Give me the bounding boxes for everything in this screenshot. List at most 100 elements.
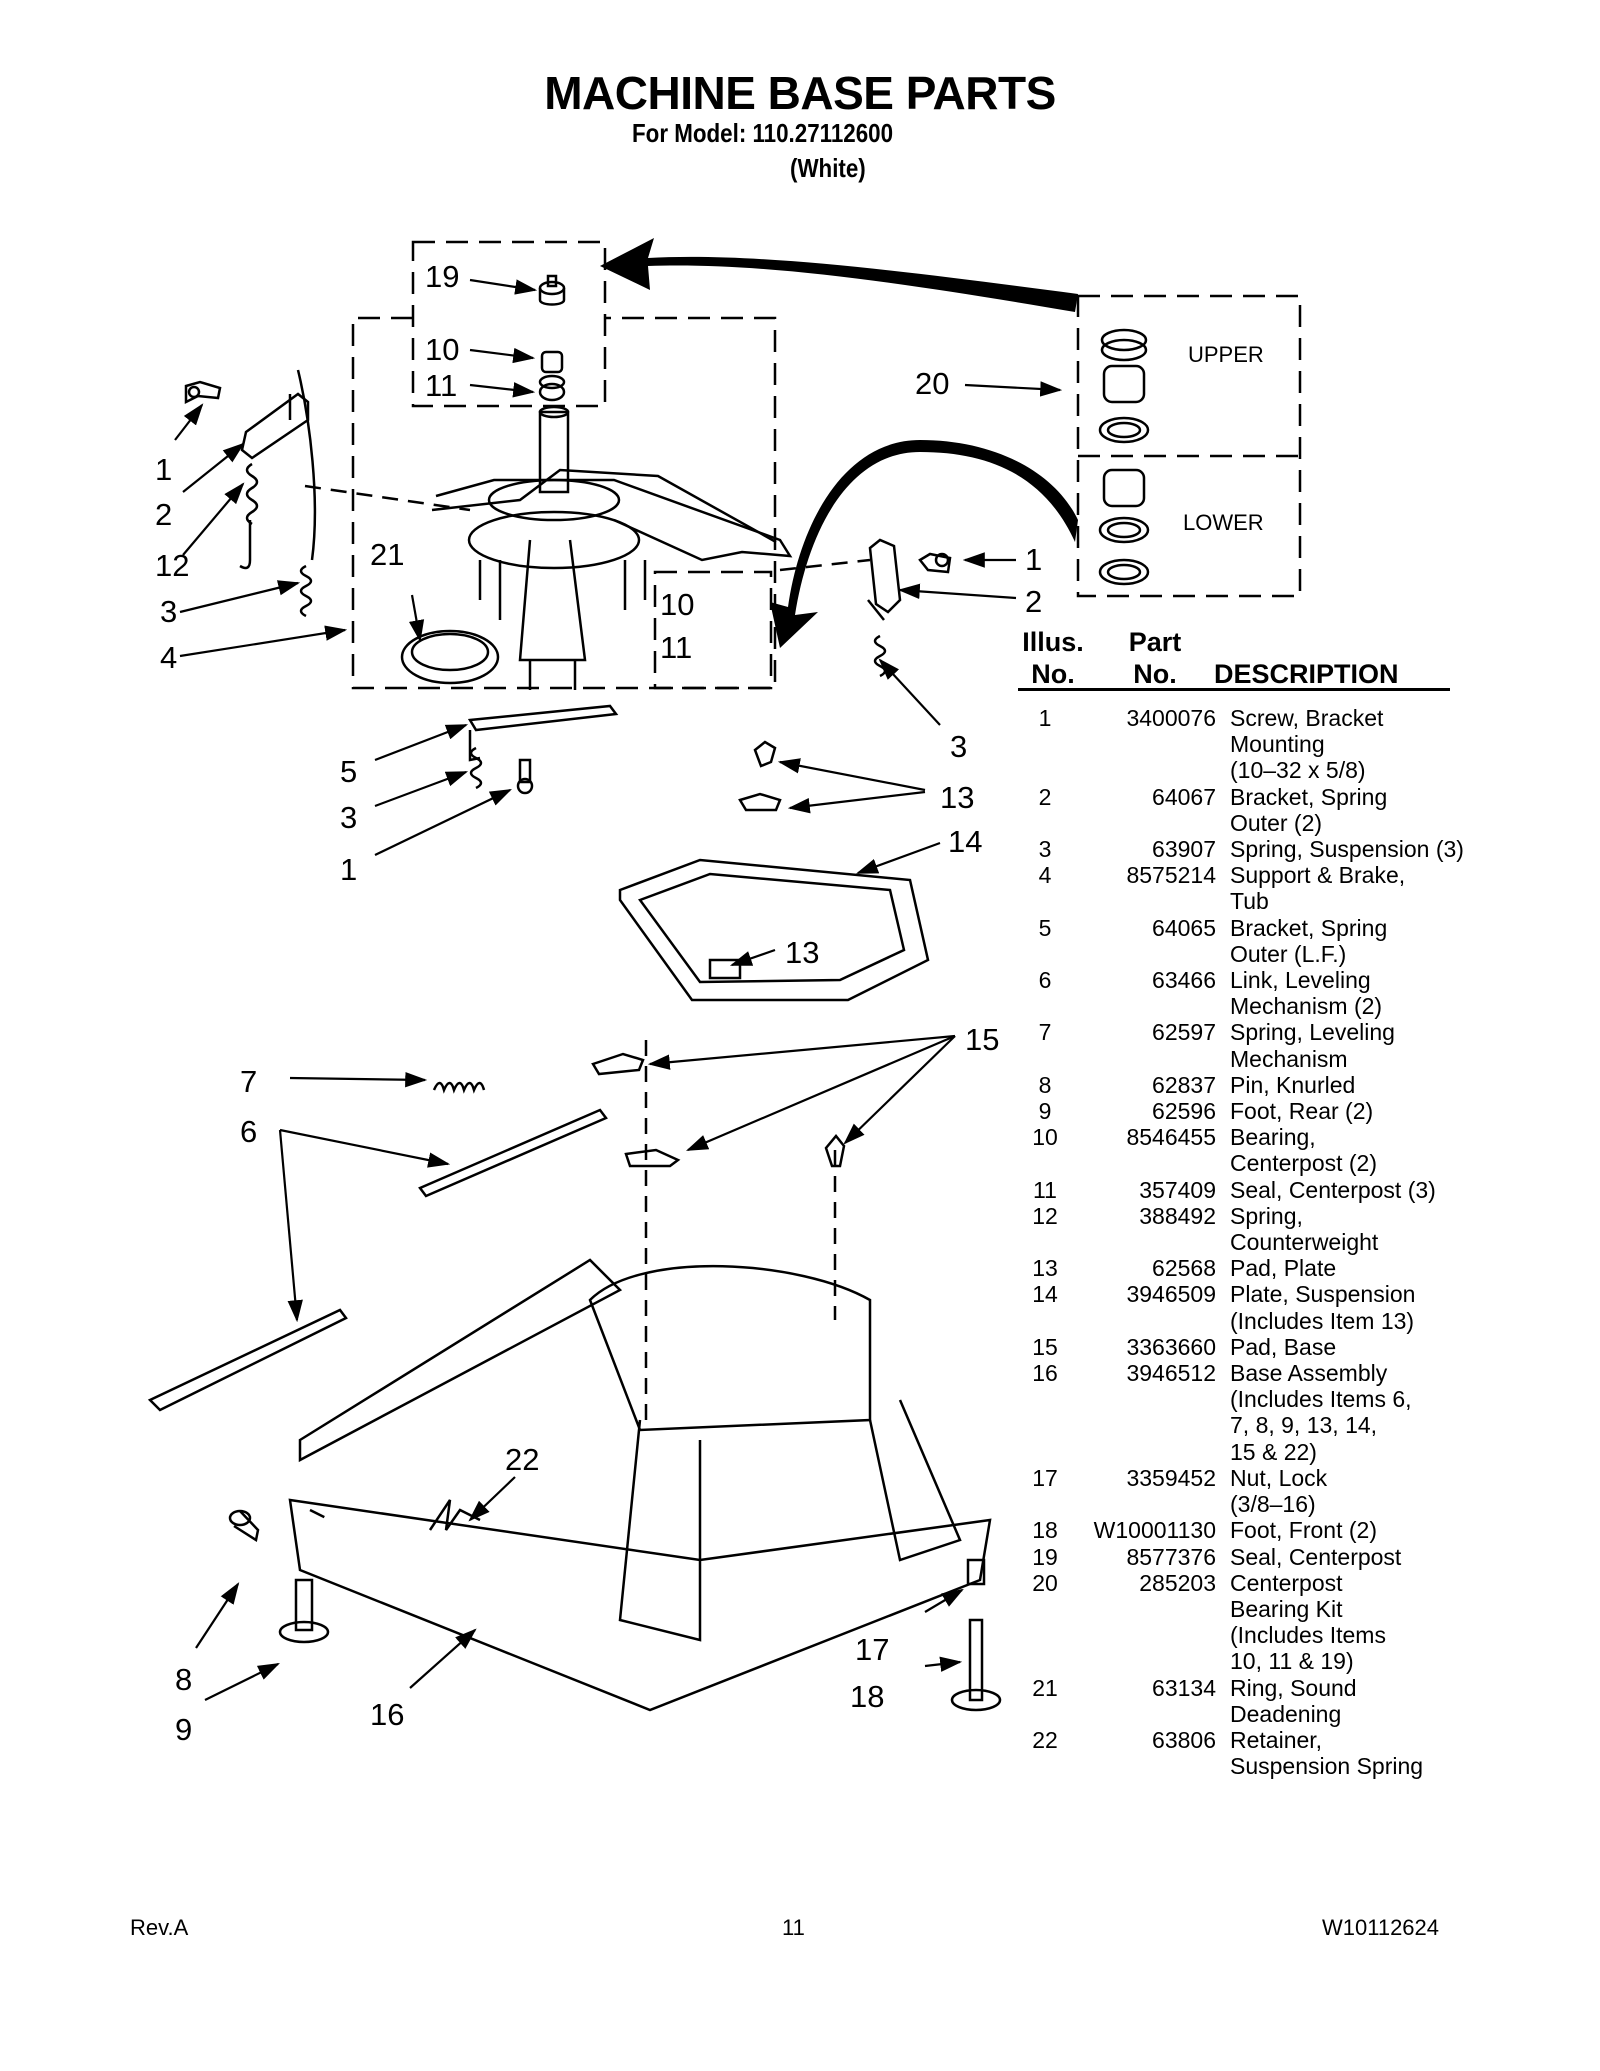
illus-no: 19 (1032, 1543, 1058, 1570)
callout-22: 22 (505, 1442, 539, 1477)
description: Centerpost Bearing Kit (Includes Items 1… (1230, 1569, 1386, 1675)
part-no: 63134 (1152, 1674, 1216, 1701)
description: Pin, Knurled (1230, 1071, 1356, 1098)
part-no: W10001130 (1093, 1517, 1216, 1544)
left-spring-bracket-icon (240, 392, 310, 460)
description: Link, Leveling Mechanism (2) (1230, 967, 1383, 1020)
callout-10-lower: 10 (660, 587, 694, 622)
callout-3-lower: 3 (340, 800, 357, 835)
callout-5: 5 (340, 754, 357, 789)
part-no: 62568 (1152, 1255, 1216, 1282)
callout-3-left: 3 (160, 594, 177, 629)
part-no: 8546455 (1126, 1124, 1216, 1151)
leader-arrows (174, 278, 1063, 1701)
callout-11-lower: 11 (660, 630, 692, 665)
screw-1-lower-icon (516, 758, 534, 795)
illus-no: 13 (1032, 1255, 1058, 1282)
table-row: 8 62837 Pin, Knurled (1024, 1072, 1464, 1098)
callout-19: 19 (425, 259, 459, 294)
table-row: 22 63806 Retainer, Suspension Spring (1024, 1727, 1464, 1779)
col-part-line2: No. (1133, 659, 1177, 689)
description: Screw, Bracket Mounting (10–32 x 5/8) (1230, 705, 1384, 784)
exploded-parts-diagram: 19 10 11 20 1 2 12 3 4 21 10 11 1 2 3 5 … (147, 238, 1302, 1747)
screw-right-icon (918, 552, 952, 574)
pad-plate-upper-icons (738, 740, 782, 812)
rear-foot-icon (228, 1509, 330, 1644)
illus-no: 5 (1038, 914, 1052, 941)
illus-no: 10 (1032, 1124, 1058, 1151)
callout-13-lower: 13 (785, 935, 819, 970)
page-title: MACHINE BASE PARTS (544, 67, 1056, 119)
description: Foot, Front (2) (1230, 1517, 1377, 1544)
description: Bracket, Spring Outer (L.F.) (1230, 914, 1388, 967)
spring-3-lower-icon (469, 746, 483, 790)
col-illus-line1: Illus. (1022, 627, 1084, 657)
centerpost-bearing-icon (540, 350, 564, 374)
suspension-spring-right-icon (873, 634, 887, 678)
illus-no: 2 (1038, 783, 1052, 810)
callout-11-upper: 11 (425, 368, 457, 403)
illus-no: 9 (1038, 1098, 1052, 1125)
table-row: 6 63466 Link, Leveling Mechanism (2) (1024, 967, 1464, 1019)
screw-left-icon (184, 380, 222, 405)
callout-12: 12 (155, 548, 189, 583)
part-no: 63806 (1152, 1726, 1216, 1753)
description: Spring, Suspension (3) (1230, 836, 1464, 863)
dashed-group-boxes (351, 240, 1302, 690)
part-no: 8577376 (1126, 1543, 1216, 1570)
illus-no: 22 (1032, 1726, 1058, 1753)
illus-no: 8 (1038, 1071, 1052, 1098)
illus-no: 18 (1032, 1517, 1058, 1544)
callout-21: 21 (370, 537, 404, 572)
col-illus-header: Illus. No. (1018, 626, 1088, 690)
col-description-header: DESCRIPTION (1214, 659, 1399, 689)
illus-no: 20 (1032, 1569, 1058, 1596)
base-assembly-icon (288, 1258, 992, 1712)
col-part-header: Part No. (1120, 626, 1190, 690)
part-no: 62837 (1152, 1071, 1216, 1098)
illus-no: 15 (1032, 1333, 1058, 1360)
callout-3-right: 3 (950, 729, 967, 764)
illus-no: 6 (1038, 967, 1052, 994)
leveling-link-icons (147, 1108, 608, 1412)
front-foot-icon (950, 1558, 1002, 1712)
suspension-plate-icon (618, 858, 930, 1002)
base-pad-icons (591, 1052, 846, 1168)
description: Retainer, Suspension Spring (1230, 1726, 1424, 1780)
callout-15: 15 (965, 1022, 999, 1057)
kit-upper-label: UPPER (1188, 342, 1264, 367)
callout-10-upper: 10 (425, 332, 459, 367)
centerpost-seal-icon (538, 274, 566, 306)
callout-7: 7 (240, 1064, 257, 1099)
callout-1-lower: 1 (340, 852, 357, 887)
callout-16: 16 (370, 1697, 404, 1732)
callout-18: 18 (850, 1679, 884, 1714)
callout-13-upper: 13 (940, 780, 974, 815)
model-variant: (White) (790, 153, 866, 183)
illus-no: 3 (1038, 836, 1052, 863)
part-no: 62596 (1152, 1098, 1216, 1125)
retainer-spring-icon (428, 1499, 481, 1531)
callout-4: 4 (160, 640, 177, 675)
part-no: 3359452 (1126, 1464, 1216, 1491)
part-no: 64065 (1152, 914, 1216, 941)
illus-no: 17 (1032, 1464, 1058, 1491)
col-illus-line2: No. (1031, 659, 1075, 689)
left-counterweight-spring-icon (239, 369, 317, 570)
part-no: 63466 (1152, 967, 1216, 994)
callout-14: 14 (948, 824, 982, 859)
assembly-guide-lines (304, 484, 871, 1522)
illus-no: 12 (1032, 1202, 1058, 1229)
